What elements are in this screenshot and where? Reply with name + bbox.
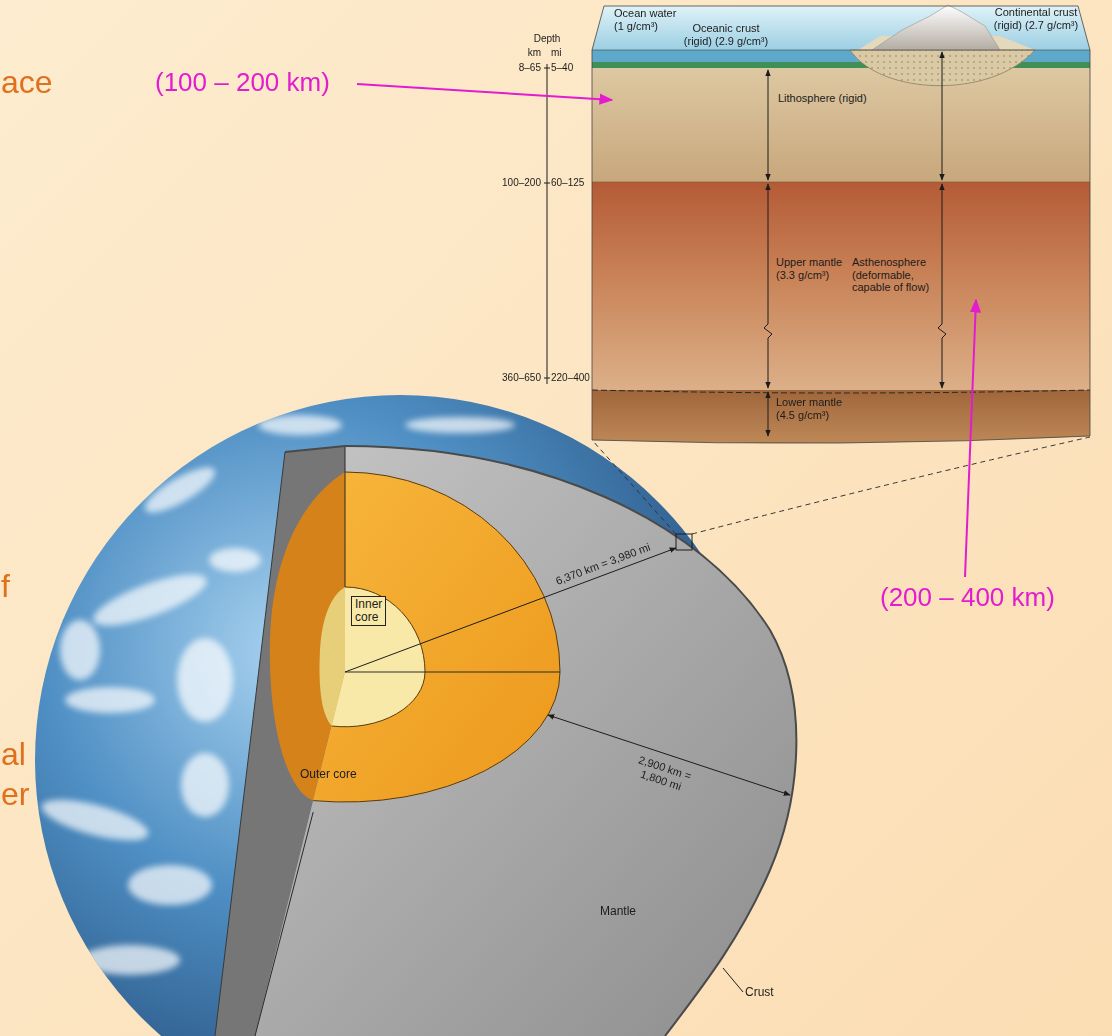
cut-line: [345, 672, 560, 673]
cloud: [65, 687, 155, 713]
layer-label: Asthenosphere (deformable, capable of fl…: [852, 256, 936, 294]
depth-callout: (200 – 400 km): [880, 583, 1055, 613]
thickness-arrow: [942, 52, 943, 180]
layer-label: Continental crust (rigid) (2.7 g/cm³): [990, 6, 1082, 31]
outer-core-region: Outer core Inner core: [262, 472, 560, 802]
lithosphere-band: Lithosphere (rigid): [592, 68, 1090, 182]
depth-callout: (100 – 200 km): [155, 68, 330, 98]
callout-arrow: [965, 300, 976, 577]
inner-core-box: Inner core: [351, 596, 386, 626]
layer-label: Upper mantle (3.3 g/cm³): [776, 256, 846, 281]
zoom-guide: [692, 437, 1090, 534]
cloud: [60, 620, 100, 680]
mountain: [872, 5, 1000, 50]
depth-value: 220–400: [551, 372, 590, 384]
thickness-arrow: [938, 184, 946, 388]
asthenosphere-layer: [592, 182, 1090, 391]
part-label: Crust: [745, 986, 774, 1000]
cloud: [258, 415, 342, 435]
cloud: [128, 865, 212, 905]
depth-scale: [547, 64, 548, 384]
depth-value: 5–40: [551, 62, 573, 74]
layer-label: Lithosphere (rigid): [778, 92, 867, 105]
depth-tick: [544, 68, 550, 378]
layer-label: Outer core: [300, 768, 357, 782]
slide-text-fragment: al: [1, 736, 26, 773]
lithosphere-layer: [592, 68, 1090, 182]
cloud: [181, 753, 229, 817]
outer-core-face: [313, 472, 560, 802]
unit-label: km: [528, 47, 541, 59]
thickness-arrow: [768, 392, 769, 436]
slide-text-fragment: er: [1, 776, 29, 813]
asthenosphere-band: Upper mantle (3.3 g/cm³)Asthenosphere (d…: [592, 182, 1090, 390]
depth-value: 60–125: [551, 177, 584, 189]
block-outline: [592, 50, 1090, 51]
crust-line: [215, 452, 285, 1036]
cut-line: [255, 812, 313, 1036]
cloud: [80, 945, 180, 975]
mantle-region: Mantle Outer core Inner core: [215, 446, 805, 1036]
crust-line: [285, 446, 345, 452]
cloud: [209, 548, 261, 572]
layer-label: Inner core: [355, 598, 382, 624]
cut-line: [345, 446, 346, 587]
zoom-square: [676, 534, 692, 550]
depth-value: 360–650: [502, 372, 541, 384]
layer-label: Lower mantle (4.5 g/cm³): [776, 396, 850, 421]
thickness-arrow: [764, 184, 772, 388]
ocean-surface: [592, 6, 1090, 50]
callout-arrow: [357, 84, 612, 100]
radius-arrow: [345, 548, 676, 672]
cloud: [177, 638, 233, 722]
layer-label: Ocean water (1 g/cm³): [614, 7, 680, 32]
cloud: [405, 417, 515, 433]
slide-text-fragment: ace: [1, 64, 53, 101]
core-outline: [332, 587, 425, 727]
dimension-label: 6,370 km = 3,980 mi: [554, 541, 652, 588]
layer-boundary: [592, 390, 1090, 393]
inner-core-face: [332, 587, 425, 727]
crust-line: [345, 446, 796, 1036]
cloud: [88, 564, 212, 635]
unit-label: mi: [551, 47, 562, 59]
block-outline: [592, 6, 1090, 443]
layer-label: Mantle: [600, 905, 636, 919]
scale-heading: Depth: [534, 33, 561, 45]
thickness-arrow: [768, 70, 769, 180]
slide-text-fragment: f: [1, 568, 10, 605]
depth-value: 8–65: [519, 62, 541, 74]
zoom-guide: [592, 440, 676, 534]
dimension-label: 2,900 km = 1,800 mi: [629, 752, 698, 796]
lower-mantle-layer: [592, 390, 1090, 443]
cloud: [139, 460, 220, 521]
depth-value: 100–200: [502, 177, 541, 189]
layer-label: Oceanic crust (rigid) (2.9 g/cm³): [680, 22, 772, 47]
mantle-cut-face: [255, 446, 796, 1036]
leader-line: [723, 968, 743, 992]
layer-boundary: [592, 182, 1090, 183]
lower-mantle-band: Lower mantle (4.5 g/cm³): [592, 390, 1090, 438]
core-outline: [313, 472, 560, 802]
cloud: [38, 791, 152, 848]
